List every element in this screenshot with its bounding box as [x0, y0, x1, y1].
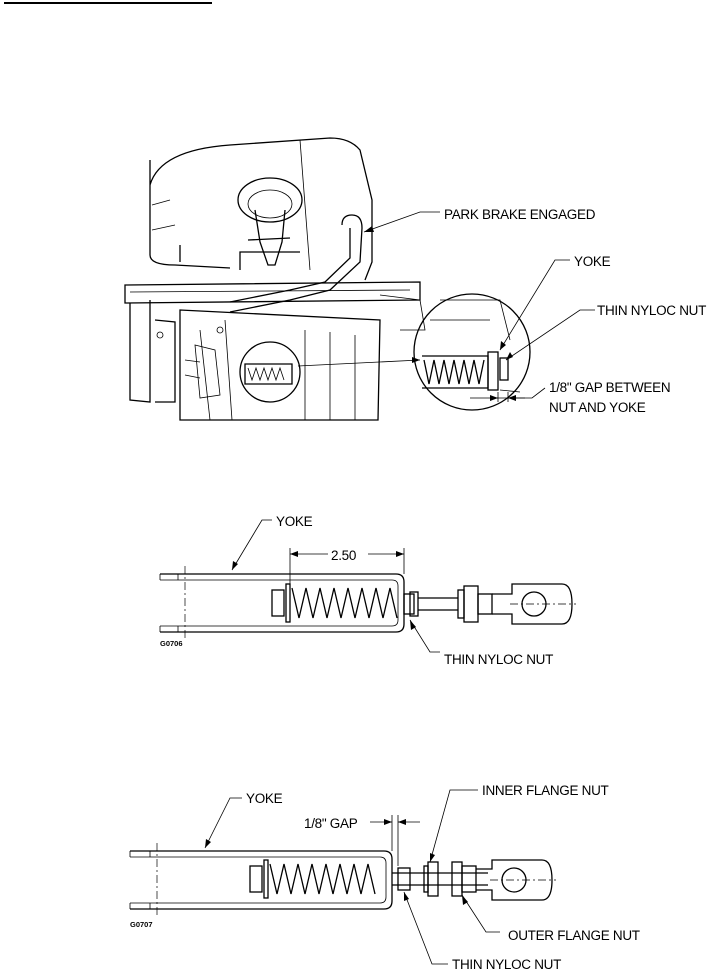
label-inner-flange-nut: INNER FLANGE NUT: [482, 783, 609, 798]
figure-park-brake-assembly: PARK BRAKE ENGAGED YOKE THIN NYLOC NUT 1…: [124, 137, 706, 421]
label-1-8-gap: 1/8" GAP: [304, 816, 358, 831]
label-thin-nyloc-nut: THIN NYLOC NUT: [597, 303, 706, 318]
label-park-brake-engaged: PARK BRAKE ENGAGED: [444, 207, 596, 222]
figure-yoke-spring-2-50: 2.50 G0706 YOKE THIN NYLOC NUT: [159, 514, 576, 667]
figure-code-g0707: G0707: [130, 920, 153, 929]
dimension-2-50: 2.50: [331, 548, 356, 563]
label-yoke-fig2: YOKE: [276, 514, 313, 529]
label-gap-line1: 1/8" GAP BETWEEN: [549, 380, 670, 395]
label-outer-flange-nut: OUTER FLANGE NUT: [508, 928, 640, 943]
label-yoke: YOKE: [574, 254, 611, 269]
label-yoke-fig3: YOKE: [246, 791, 283, 806]
detail-source-circle: [239, 341, 301, 403]
label-thin-nyloc-nut-fig3: THIN NYLOC NUT: [452, 957, 561, 972]
figure-yoke-spring-gap: G0707 YOKE 1/8" GAP INNER FLANGE NUT OUT…: [129, 783, 640, 972]
figure-code-g0706: G0706: [160, 639, 183, 648]
detail-magnified-circle: [413, 293, 531, 411]
label-thin-nyloc-nut-fig2: THIN NYLOC NUT: [444, 652, 553, 667]
label-gap-line2: NUT AND YOKE: [549, 400, 646, 415]
